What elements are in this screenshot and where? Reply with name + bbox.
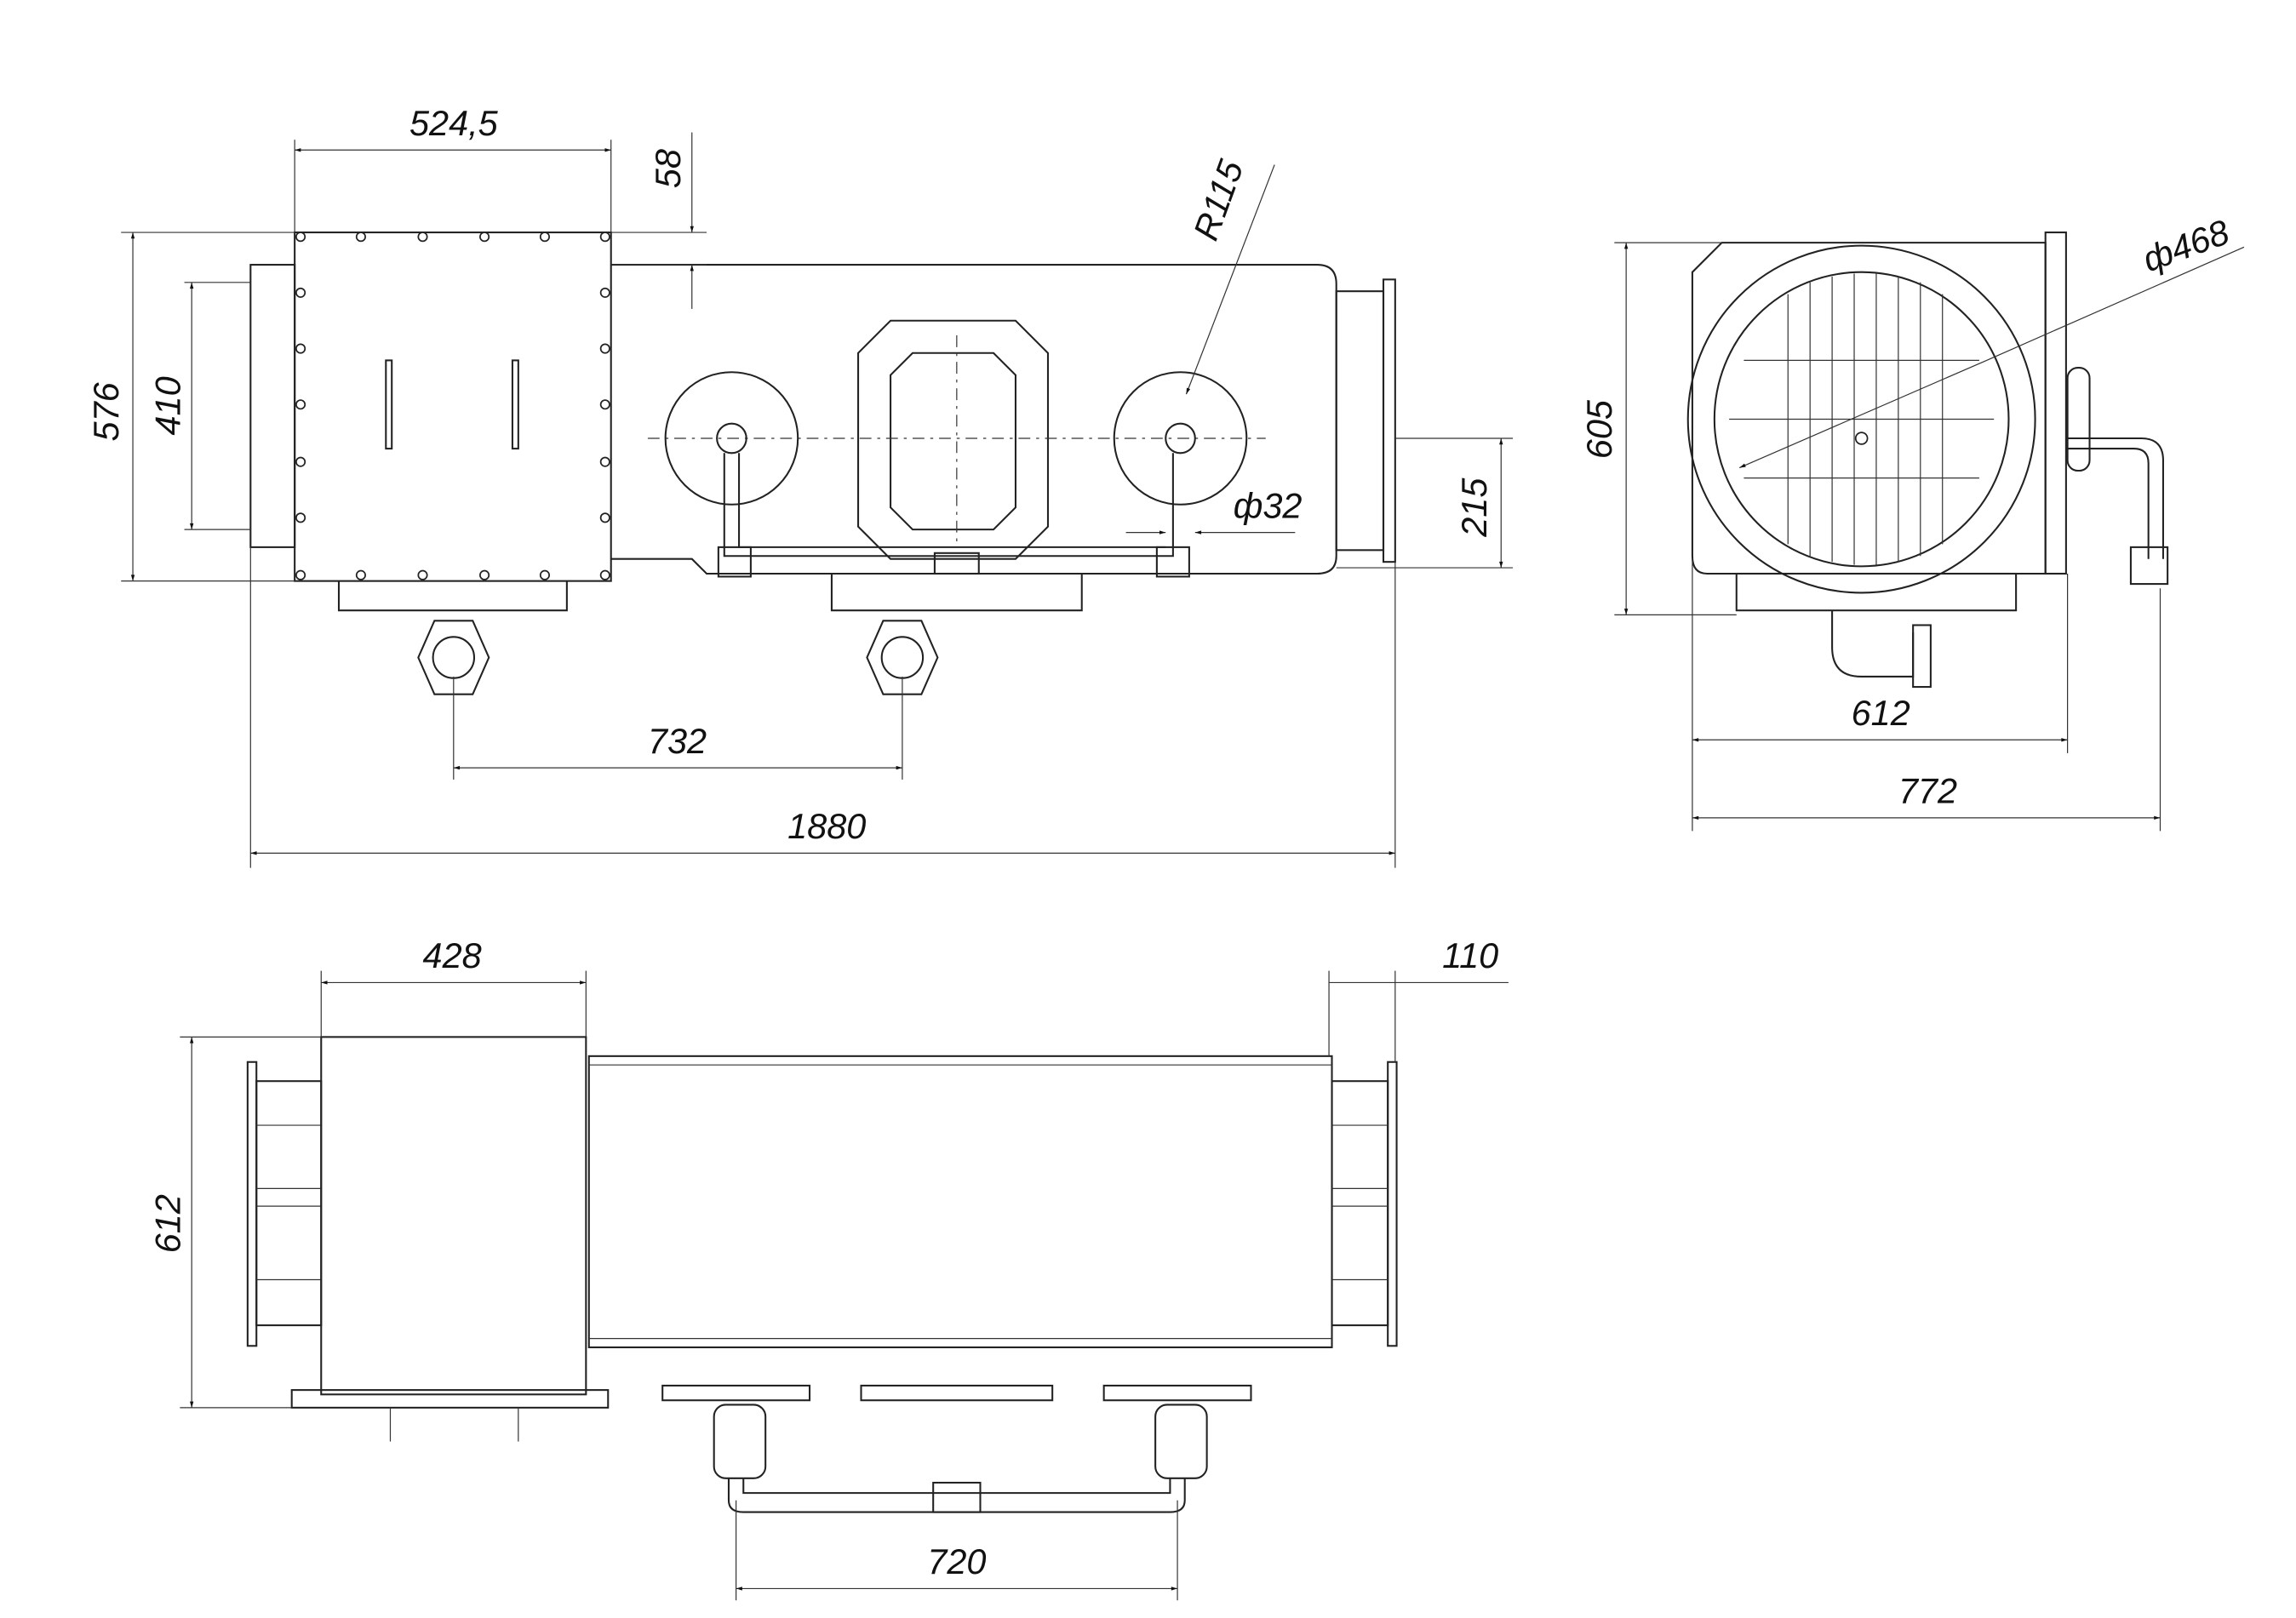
dim-428: 428: [423, 935, 482, 975]
dim-772: 772: [1898, 771, 1957, 811]
pipe-assembly: [713, 1404, 1208, 1513]
dim-612-side: 612: [1852, 693, 1910, 733]
dim-410: 410: [147, 376, 187, 435]
dim-110: 110: [1442, 935, 1498, 975]
dim-215: 215: [1454, 477, 1494, 538]
front-view: [249, 232, 1396, 695]
dim-58: 58: [648, 149, 688, 188]
box-bolts: [295, 232, 610, 580]
dim-phi32: ф32: [1234, 485, 1303, 525]
top-view-dimensions: 428 110 612 720: [147, 935, 1509, 1601]
dim-605: 605: [1579, 399, 1619, 459]
dim-720: 720: [927, 1541, 986, 1581]
side-view-dimensions: ф468 605 612 772: [1579, 211, 2245, 832]
top-view: [246, 1036, 1398, 1513]
dim-524-5: 524,5: [409, 103, 499, 143]
dim-r115: R115: [1185, 154, 1251, 245]
front-view-dimensions: 524,5 58 R115 576 410 215 ф32 732 1880: [86, 103, 1514, 868]
dim-576: 576: [86, 381, 126, 441]
dim-phi468: ф468: [2138, 211, 2235, 279]
grid-bars: [1729, 273, 1995, 565]
dim-612-top: 612: [147, 1194, 187, 1253]
dim-732: 732: [648, 721, 707, 761]
dim-1880: 1880: [787, 806, 866, 846]
side-view: [1686, 232, 2169, 689]
